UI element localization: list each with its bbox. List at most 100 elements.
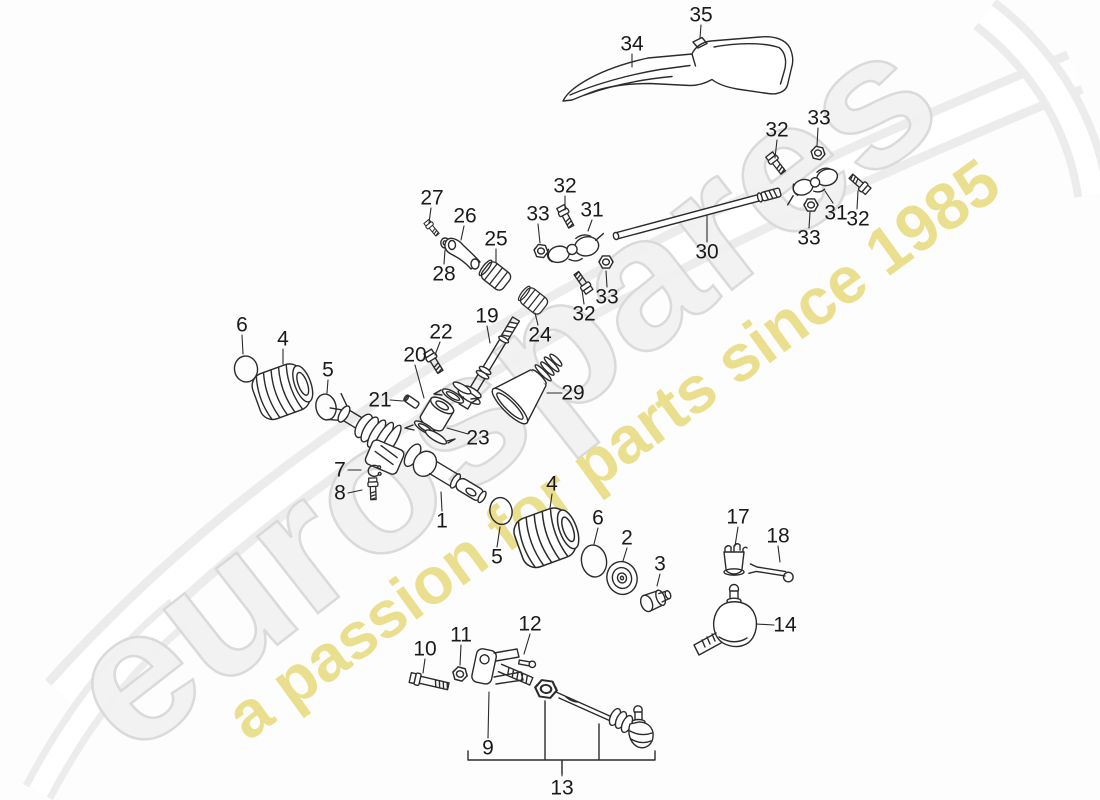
part-label-28: 28 <box>432 263 455 286</box>
part-29-boot <box>491 353 563 425</box>
part-label-35: 35 <box>689 4 712 27</box>
leader-line-28 <box>443 249 446 265</box>
part-33-nut <box>803 198 819 212</box>
parts-linework <box>233 36 873 775</box>
leader-line-27 <box>428 207 432 224</box>
part-label-1: 1 <box>436 510 448 533</box>
part-label-26: 26 <box>453 205 476 228</box>
leader-line-1 <box>440 491 443 512</box>
part-label-25: 25 <box>484 228 507 251</box>
part-label-17: 17 <box>726 506 749 529</box>
leader-line-32 <box>774 139 778 159</box>
leader-line-33 <box>816 127 819 147</box>
part-6-o-ring <box>233 355 259 383</box>
part-label-4: 4 <box>546 473 558 496</box>
part-label-29: 29 <box>561 382 584 405</box>
part-label-18: 18 <box>766 525 789 548</box>
leader-line-5 <box>326 379 329 394</box>
swoosh-corner-bottom-left-core <box>29 604 187 797</box>
leader-line-33 <box>605 270 608 288</box>
part-label-6: 6 <box>592 507 604 530</box>
part-label-4: 4 <box>277 328 289 351</box>
part-7-circlip <box>367 464 382 478</box>
part-label-8: 8 <box>334 482 346 505</box>
part-label-34: 34 <box>620 33 644 56</box>
part-13-tie-rod-assembly <box>533 678 654 749</box>
leader-line-31 <box>587 219 593 232</box>
leader-line-9 <box>487 691 490 739</box>
part-label-33: 33 <box>595 286 618 309</box>
leader-line-33 <box>537 223 541 244</box>
part-label-31: 31 <box>824 202 847 225</box>
part-3-plug <box>639 589 672 613</box>
part-label-22: 22 <box>429 321 452 344</box>
part-label-23: 23 <box>466 427 489 450</box>
leader-line-26 <box>460 225 465 241</box>
part-18-cotter-pin <box>748 563 794 583</box>
part-34-bracket-cover <box>562 36 794 102</box>
leader-line-14 <box>755 623 775 626</box>
part-label-12: 12 <box>518 613 541 636</box>
part-label-32: 32 <box>572 303 595 326</box>
leader-line-20 <box>414 364 425 399</box>
part-label-19: 19 <box>475 305 498 328</box>
leader-line-18 <box>777 545 781 563</box>
part-17-castle-nut <box>723 543 748 576</box>
part-31-universal-joint-upper <box>786 167 839 206</box>
part-33-nut <box>598 255 614 269</box>
part-12-pin <box>517 659 537 669</box>
part-label-32: 32 <box>765 119 788 142</box>
part-label-10: 10 <box>413 638 436 661</box>
leader-line-24 <box>534 312 539 326</box>
part-label-11: 11 <box>450 624 472 647</box>
leader-line-22 <box>434 341 441 356</box>
part-label-2: 2 <box>621 527 633 550</box>
part-2-washer-disc <box>606 560 638 596</box>
leader-line-3 <box>656 573 661 587</box>
part-11-nut <box>450 665 470 683</box>
leader-line-23 <box>446 427 469 435</box>
part-26-lever-arm <box>444 237 481 270</box>
leader-line-12 <box>523 633 531 655</box>
leader-line-8 <box>347 489 363 494</box>
leader-line-4 <box>549 493 553 509</box>
part-label-5: 5 <box>322 359 334 382</box>
part-9-clevis-joint <box>471 648 534 686</box>
leader-line-6 <box>241 334 244 355</box>
part-label-33: 33 <box>807 107 830 130</box>
part-5-o-ring <box>489 496 513 526</box>
part-label-24: 24 <box>528 324 552 347</box>
part-label-9: 9 <box>482 737 494 760</box>
part-label-32: 32 <box>846 208 869 231</box>
part-label-33: 33 <box>797 227 820 250</box>
part-label-31: 31 <box>580 199 603 222</box>
leader-line-32 <box>581 289 585 305</box>
part-30-steering-shaft <box>612 187 782 241</box>
part-23-shims <box>404 420 456 445</box>
part-1-steering-gear <box>327 392 487 504</box>
part-label-30: 30 <box>695 241 718 264</box>
part-10-bolt <box>408 671 450 691</box>
part-label-21: 21 <box>368 389 391 412</box>
part-label-3: 3 <box>654 553 666 576</box>
leader-line-19 <box>486 325 491 344</box>
part-label-7: 7 <box>334 459 346 482</box>
leader-line-21 <box>389 399 404 402</box>
part-washers <box>433 381 480 404</box>
part-14-tie-rod-end <box>693 583 758 656</box>
leader-line-11 <box>459 644 462 666</box>
leader-line-32 <box>856 190 859 210</box>
leader-line-6 <box>593 527 599 545</box>
part-20-bearing <box>419 396 455 432</box>
leader-line-35 <box>699 24 702 39</box>
leader-line-33 <box>808 211 811 229</box>
leader-line-5 <box>496 526 501 548</box>
part-label-27: 27 <box>420 187 443 210</box>
part-label-14: 14 <box>773 614 797 637</box>
leader-line-17 <box>734 526 739 547</box>
part-label-13: 13 <box>550 777 573 800</box>
part-label-32: 32 <box>553 175 576 198</box>
